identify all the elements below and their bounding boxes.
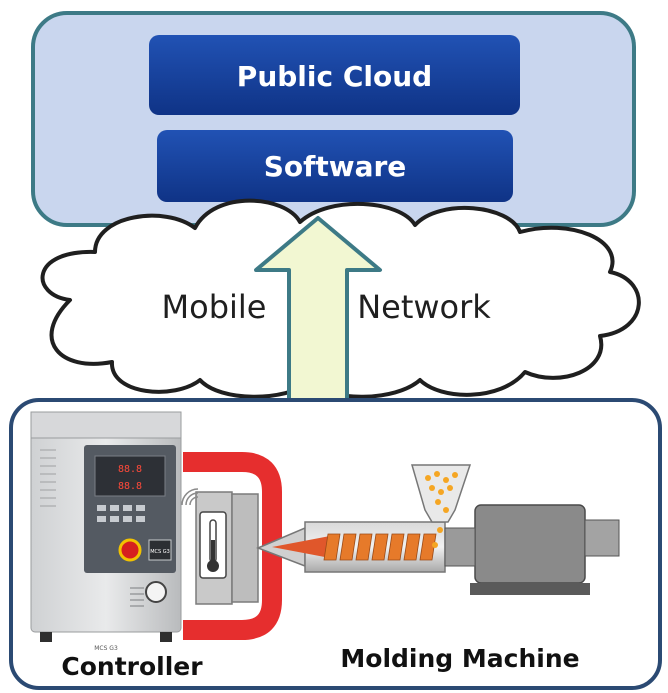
molding-machine-illustration [255, 464, 620, 595]
public-cloud-label: Public Cloud [237, 60, 432, 93]
lower-vent-icon [130, 587, 144, 607]
machine-base [470, 583, 590, 595]
software-box: Software [157, 130, 513, 202]
machine-body [474, 504, 586, 584]
pressure-gauge-icon [145, 581, 167, 603]
caster-wheel-icon [40, 632, 172, 642]
network-label-mobile: Mobile [162, 288, 267, 326]
controller-unit-illustration: 88.8 88.8 MCS G3 MCS G3 [30, 411, 182, 652]
site-panel: 88.8 88.8 MCS G3 MCS G3 [9, 398, 662, 690]
display-screen [94, 455, 166, 497]
svg-text:MCS G3: MCS G3 [94, 645, 118, 652]
public-cloud-box: Public Cloud [149, 35, 520, 115]
pellets-icon [425, 471, 458, 548]
thermometer-icon [199, 511, 227, 579]
controller-vent-icon [40, 449, 56, 507]
network-label-network: Network [357, 288, 491, 326]
keypad-icon [97, 505, 145, 522]
power-switch-icon [118, 538, 142, 562]
svg-text:88.8: 88.8 [118, 464, 142, 475]
software-label: Software [264, 150, 407, 183]
cloud-panel: Public Cloud Software [31, 11, 636, 227]
wireless-signal-icon [181, 488, 199, 506]
molding-machine-label: Molding Machine [340, 644, 579, 673]
controller-model-tag: MCS G3 [150, 549, 170, 555]
screw-icon [323, 533, 437, 561]
svg-text:88.8: 88.8 [118, 481, 142, 492]
upload-arrow [254, 216, 382, 412]
controller-label: Controller [61, 652, 203, 681]
